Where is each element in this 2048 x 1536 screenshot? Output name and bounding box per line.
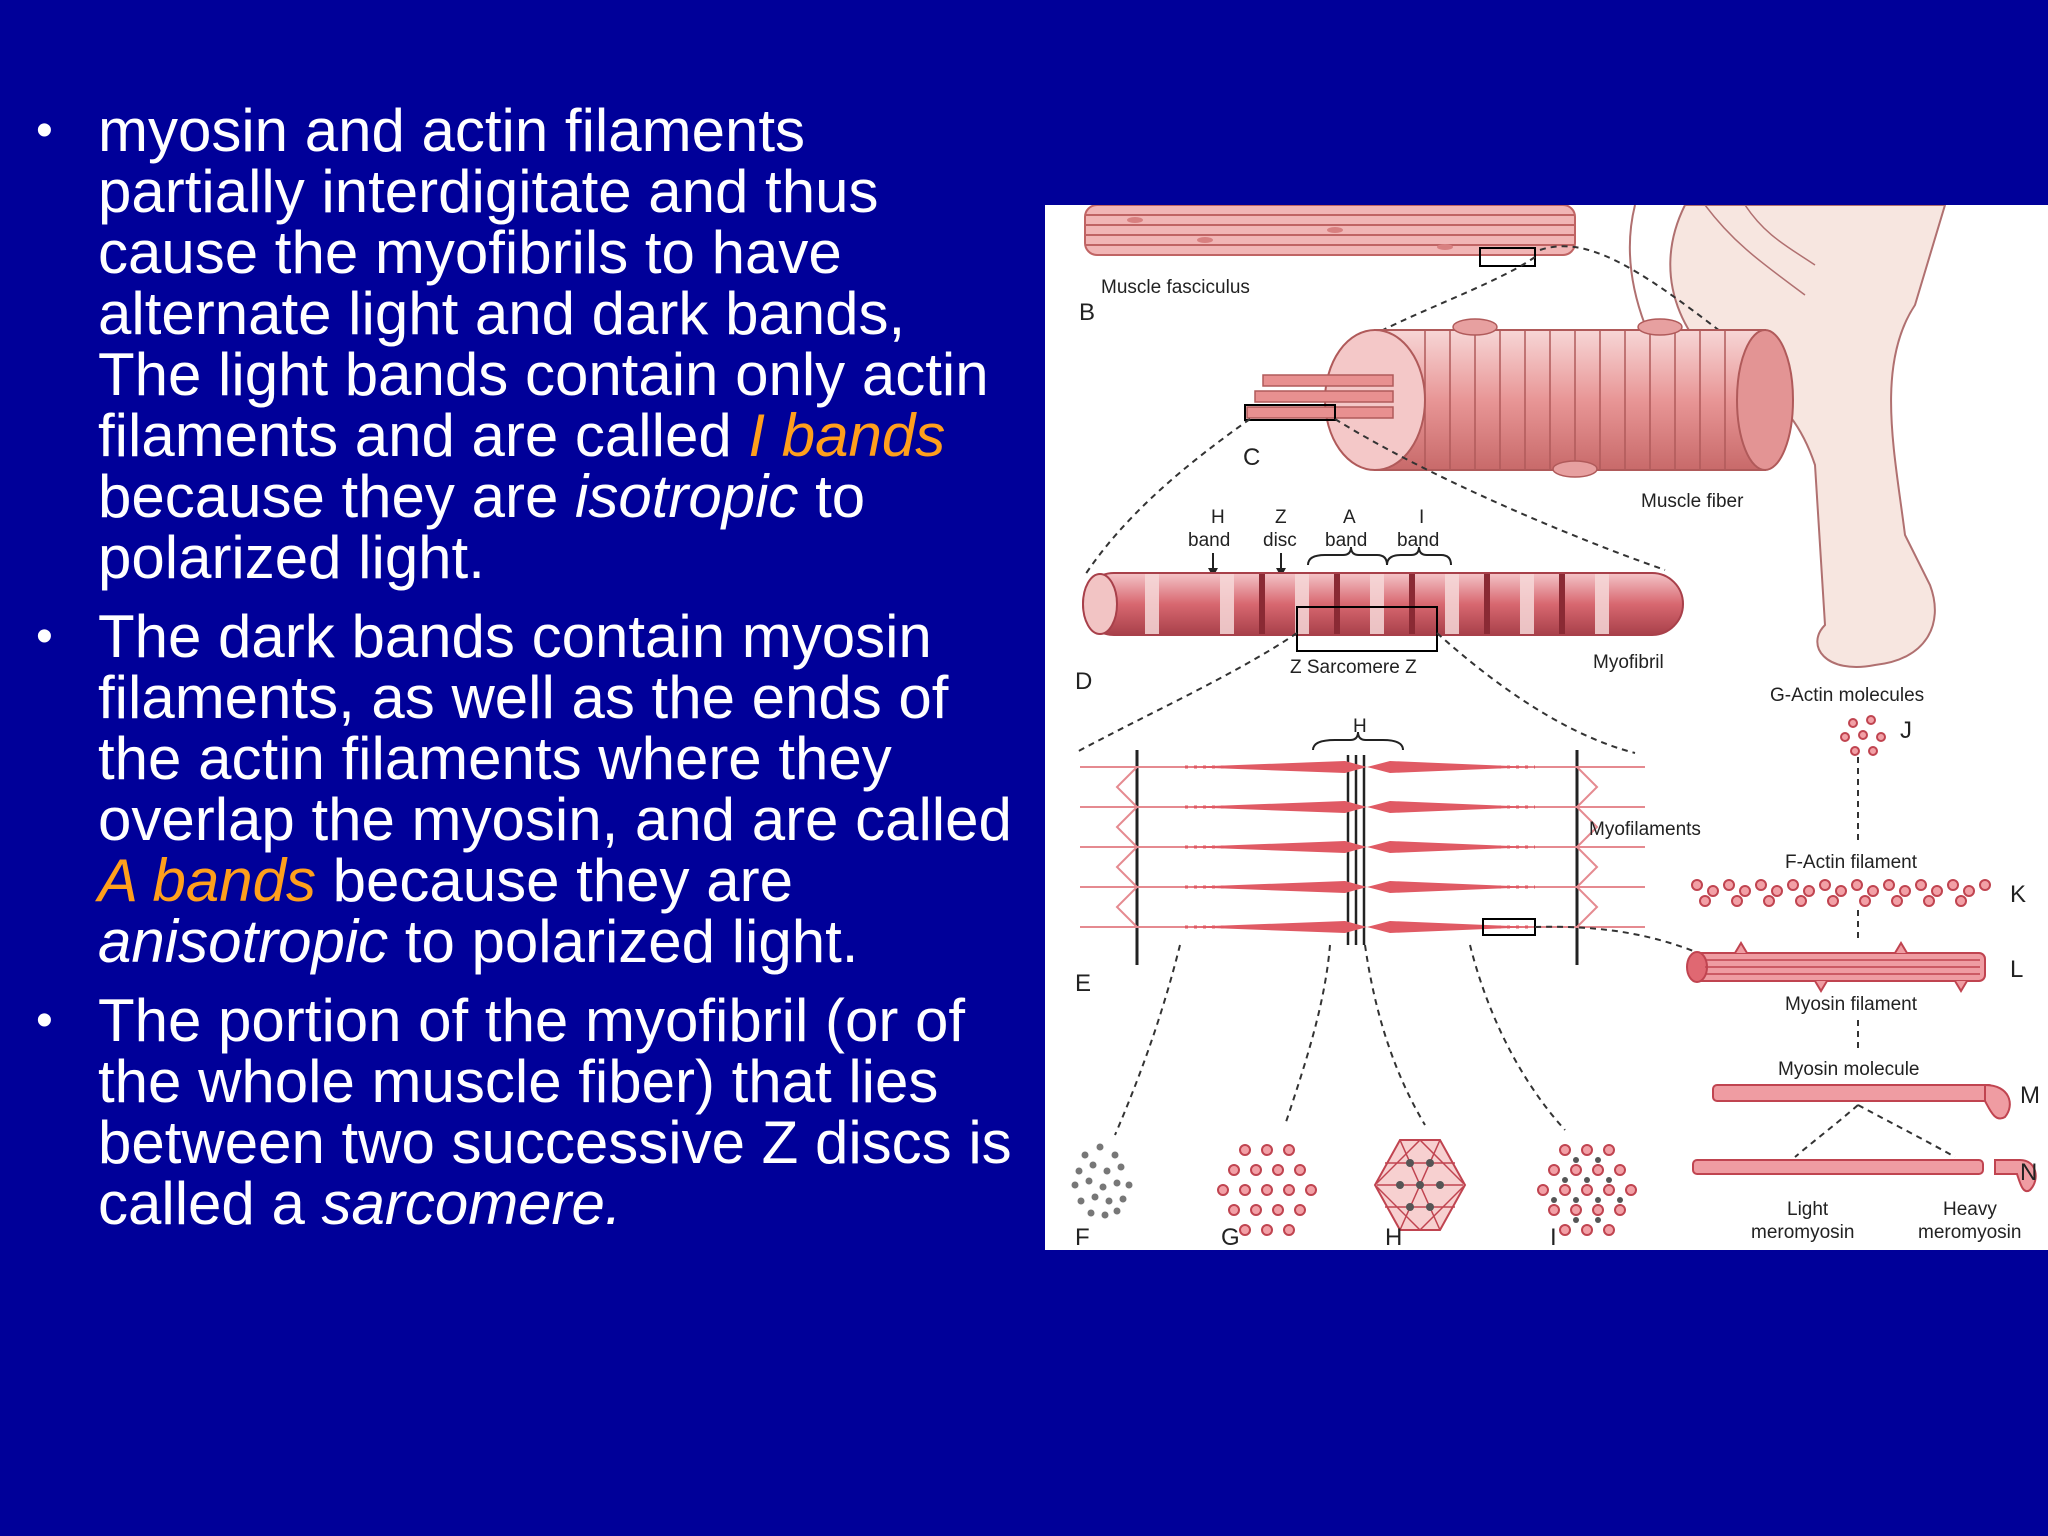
label-F: F <box>1075 1224 1090 1250</box>
label-L: L <box>2010 956 2023 983</box>
label-heavy-meromyosin-line1: Heavy <box>1943 1199 1997 1220</box>
bullet-text: The dark bands contain myosin filaments,… <box>98 603 1012 853</box>
label-B: B <box>1079 299 1095 326</box>
label-a-band-line2: band <box>1325 530 1367 551</box>
label-muscle-fasciculus: Muscle fasciculus <box>1101 277 1250 298</box>
bullet-text: to polarized light. <box>388 908 859 975</box>
muscle-diagram: A Muscle fasciculus B <box>1071 205 2040 1250</box>
myosin-filament-drawing <box>1686 941 1986 993</box>
label-light-meromyosin-line1: Light <box>1787 1199 1829 1220</box>
label-i-band-line2: band <box>1397 530 1439 551</box>
label-i-band-line1: I <box>1419 507 1424 528</box>
bullet-item: • The dark bands contain myosin filaments… <box>20 606 1020 972</box>
bullet-text: because they are <box>315 847 793 914</box>
cross-section-F <box>1071 1143 1133 1219</box>
label-E: E <box>1075 970 1091 997</box>
g-actin-molecules <box>1840 715 1886 756</box>
cross-section-I <box>1537 1144 1637 1236</box>
bullet-item: • myosin and actin filaments partially in… <box>20 100 1020 588</box>
bullet-text: The portion of the myofibril (or of the … <box>98 987 1012 1237</box>
cross-section-G <box>1217 1144 1317 1236</box>
cross-section-H <box>1373 1139 1467 1231</box>
sarcomere-filament-lattice <box>1080 750 1645 965</box>
bullet-text: to polarized light. <box>98 463 866 591</box>
label-f-actin: F-Actin filament <box>1785 852 1918 873</box>
bullet-text: because they are <box>98 463 575 530</box>
label-light-meromyosin-line2: meromyosin <box>1751 1222 1854 1243</box>
highlighted-term: A bands <box>98 847 316 914</box>
f-actin-filament <box>1691 879 1991 907</box>
label-G: G <box>1221 1224 1240 1250</box>
label-h-band-line2: band <box>1188 530 1230 551</box>
label-muscle-fiber: Muscle fiber <box>1641 491 1744 512</box>
myosin-molecule-drawing <box>1712 1083 2011 1120</box>
label-z-disc-line2: disc <box>1263 530 1297 551</box>
italic-term: anisotropic <box>98 908 389 975</box>
label-A: A <box>1655 205 1671 209</box>
bullet-marker: • <box>36 994 53 1047</box>
label-K: K <box>2010 881 2026 908</box>
label-a-band-line1: A <box>1343 507 1356 528</box>
bullet-marker: • <box>36 610 53 663</box>
muscle-structure-figure: A Muscle fasciculus B <box>1045 205 2048 1250</box>
label-I: I <box>1550 1224 1557 1250</box>
bullet-marker: • <box>36 104 53 157</box>
bullet-item: • The portion of the myofibril (or of the… <box>20 990 1020 1234</box>
label-J: J <box>1900 717 1912 744</box>
italic-term: sarcomere. <box>321 1170 622 1237</box>
muscle-fasciculus-drawing <box>1084 205 1576 267</box>
bullet-text: myosin and actin filaments partially int… <box>98 97 989 469</box>
bullet-list: • myosin and actin filaments partially in… <box>20 100 1020 1252</box>
label-z-disc-line1: Z <box>1275 507 1287 528</box>
label-myofilaments: Myofilaments <box>1589 819 1701 840</box>
label-myosin-filament: Myosin filament <box>1785 994 1918 1015</box>
label-H: H <box>1385 1224 1402 1250</box>
myofibril-drawing <box>1082 572 1684 652</box>
italic-term: isotropic <box>574 463 799 530</box>
muscle-fiber-drawing <box>1244 318 1794 478</box>
label-h-band-line1: H <box>1211 507 1225 528</box>
label-h-zone: H <box>1353 716 1367 737</box>
label-D: D <box>1075 668 1092 695</box>
label-C: C <box>1243 444 1260 471</box>
label-M: M <box>2020 1082 2040 1109</box>
label-N: N <box>2020 1159 2037 1186</box>
highlighted-term: I bands <box>748 402 946 469</box>
label-g-actin: G-Actin molecules <box>1770 685 1924 706</box>
label-myosin-molecule: Myosin molecule <box>1778 1059 1920 1080</box>
label-heavy-meromyosin-line2: meromyosin <box>1918 1222 2021 1243</box>
label-myofibril: Myofibril <box>1593 652 1664 673</box>
meromyosin-drawing <box>1692 1159 2037 1193</box>
label-sarcomere: Z Sarcomere Z <box>1290 657 1417 678</box>
